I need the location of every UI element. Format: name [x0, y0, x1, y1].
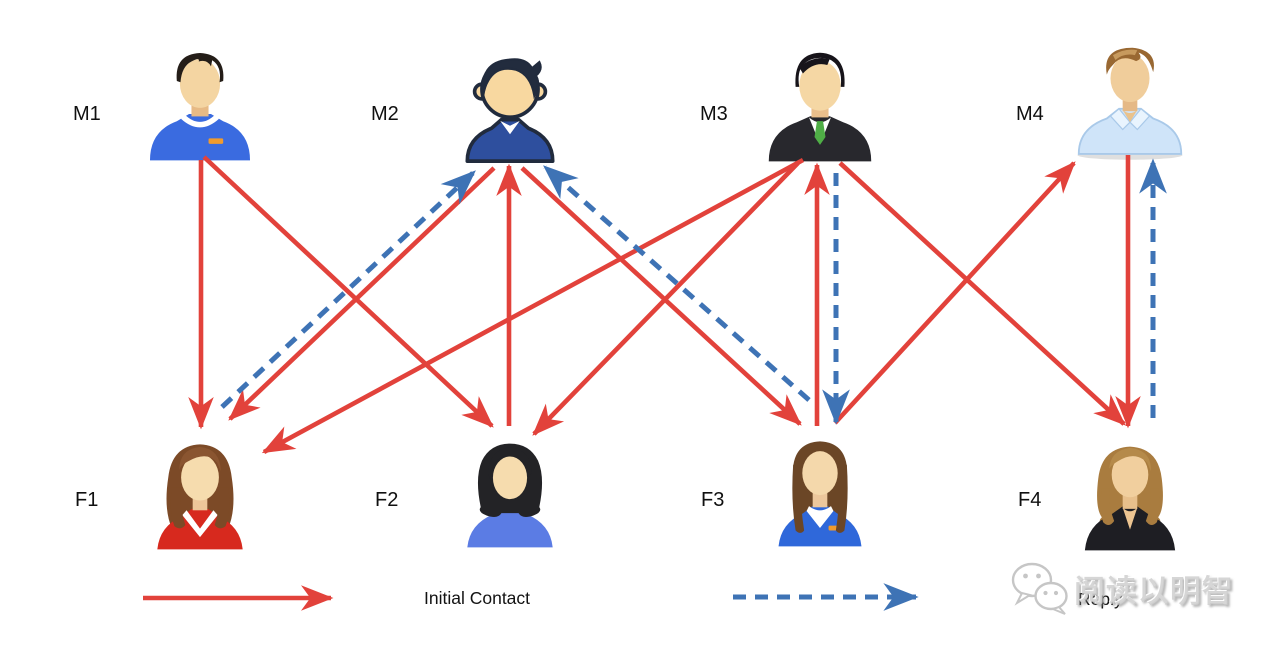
node-label-m2: M2 — [371, 103, 399, 125]
cartoon-man-navy-sweater-icon — [465, 58, 555, 163]
watermark: 阅读以明智 — [1010, 560, 1234, 616]
node-label-f3: F3 — [701, 489, 725, 511]
woman-long-brown-hair-red-top-icon — [157, 444, 243, 550]
woman-black-bob-blue-top-icon — [467, 443, 553, 548]
arrow-initial-M3-to-F4 — [838, 161, 1126, 426]
avatar-m2 — [449, 44, 571, 166]
arrow-initial-M3-to-F2 — [532, 161, 800, 436]
arrow-initial-M1-to-F2 — [202, 155, 494, 428]
avatar-f4 — [1069, 432, 1191, 554]
woman-golden-hair-black-blazer-icon — [1084, 446, 1176, 551]
woman-straight-brown-hair-blue-polo-icon — [778, 441, 862, 547]
watermark-text: 阅读以明智 — [1074, 574, 1234, 609]
node-label-f2: F2 — [375, 489, 399, 511]
arrow-initial-M2-to-F3 — [520, 166, 802, 426]
node-label-m1: M1 — [73, 103, 101, 125]
node-label-f4: F4 — [1018, 489, 1042, 511]
node-label-m4: M4 — [1016, 103, 1044, 125]
avatar-f1 — [139, 431, 261, 553]
avatar-m3 — [759, 43, 881, 165]
avatar-f2 — [449, 429, 571, 551]
man-black-hair-blue-shirt-icon — [149, 52, 251, 161]
avatar-m4 — [1069, 38, 1191, 160]
businessman-black-suit-green-tie-icon — [768, 52, 872, 162]
node-label-m3: M3 — [700, 103, 728, 125]
avatar-f3 — [759, 428, 881, 550]
man-brown-hair-light-blue-shirt-icon — [1077, 47, 1183, 160]
legend-initial-contact-label: Initial Contact — [424, 588, 531, 608]
arrow-initial-M2-to-F1 — [228, 166, 496, 421]
node-label-f1: F1 — [75, 489, 99, 511]
arrow-initial-M3-to-F1 — [261, 157, 805, 455]
arrow-reply-F1-to-M2 — [220, 170, 476, 409]
wechat-bubbles-icon — [1011, 562, 1068, 615]
avatar-m1 — [139, 42, 261, 164]
arrow-reply-F3-to-M2 — [543, 165, 811, 402]
arrow-initial-F3-to-M4 — [833, 161, 1076, 425]
legend-reply-label: Reply — [1078, 589, 1123, 609]
